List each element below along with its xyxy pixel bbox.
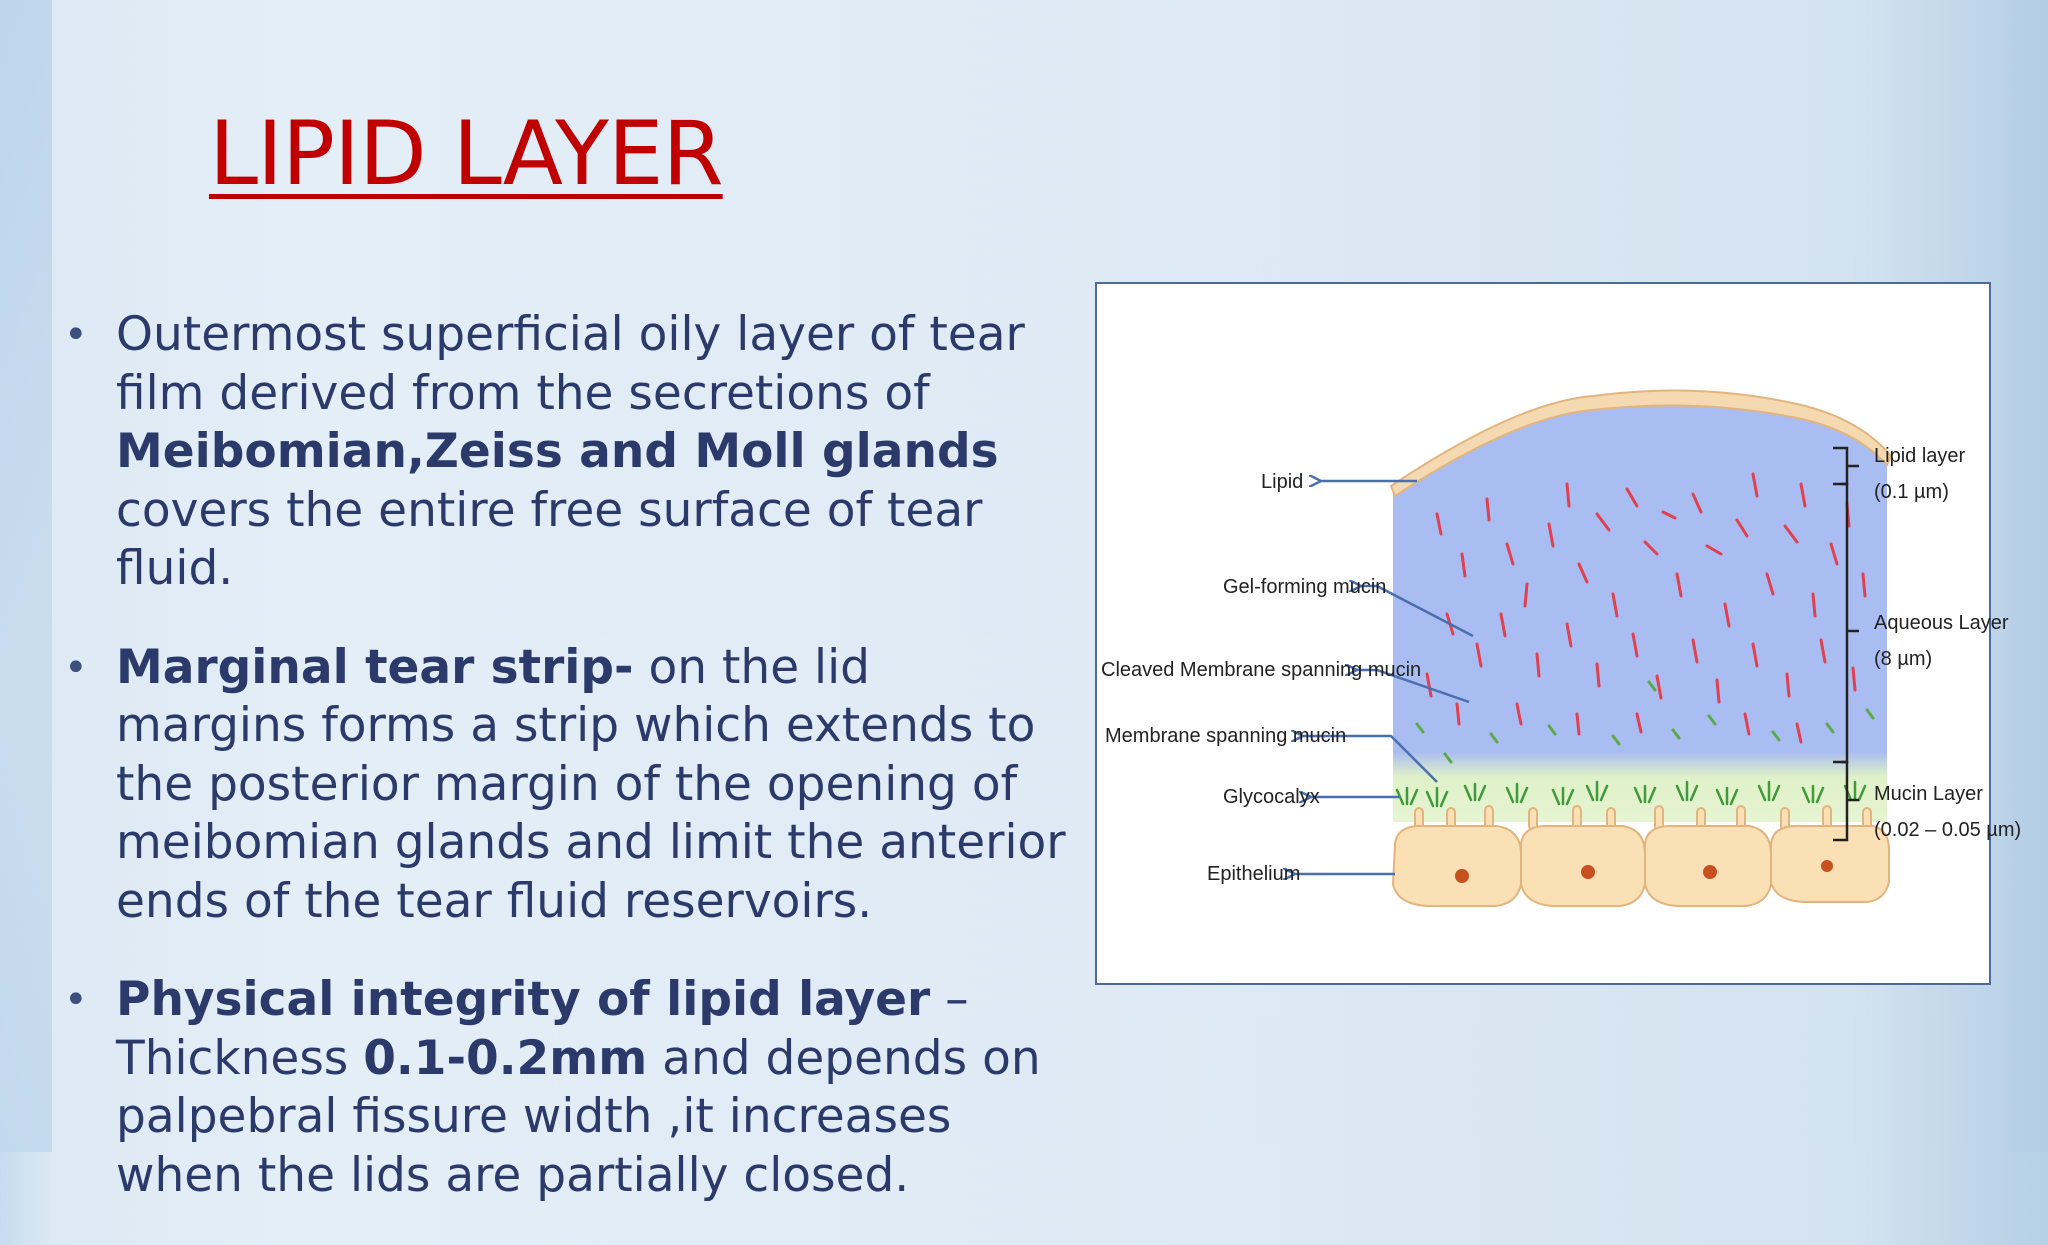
lipid-layer bbox=[1389, 389, 1893, 498]
bullet-item-3: • Physical integrity of lipid layer – Th… bbox=[60, 971, 1070, 1205]
label-lipid-layer: Lipid layer bbox=[1874, 445, 1966, 467]
bullet-item-1: • Outermost superficial oily layer of te… bbox=[60, 306, 1070, 599]
bullet-text-3-part-2: – Thickness bbox=[116, 972, 969, 1086]
label-lipid: Lipid bbox=[1261, 471, 1303, 493]
slide-left-edge bbox=[0, 0, 52, 1152]
label-epithelium: Epithelium bbox=[1207, 863, 1300, 885]
label-membrane-mucin: Membrane spanning mucin bbox=[1105, 725, 1346, 747]
aqueous-layer bbox=[1393, 398, 1887, 764]
bullet-dot-icon: • bbox=[64, 977, 88, 1023]
layer-bracket bbox=[1833, 446, 1859, 842]
gel-mucin-strands bbox=[1425, 472, 1867, 744]
bullet-text-3-part-3: 0.1-0.2mm bbox=[363, 1030, 648, 1086]
tear-film-diagram: Lipid Gel-forming mucin Cleaved Membrane… bbox=[1095, 282, 2021, 985]
label-glycocalyx: Glycocalyx bbox=[1223, 786, 1320, 808]
label-mucin-layer: Mucin Layer bbox=[1874, 783, 1983, 805]
epithelium-cells bbox=[1391, 824, 1890, 907]
bullet-text-1-part-3: covers the entire free surface of tear f… bbox=[116, 482, 983, 597]
cell-nuclei bbox=[1455, 860, 1833, 883]
label-mucin-thickness: (0.02 – 0.05 µm) bbox=[1874, 819, 2021, 841]
label-aqueous-layer: Aqueous Layer bbox=[1874, 612, 2009, 634]
tear-film-svg: Lipid Gel-forming mucin Cleaved Membrane… bbox=[1101, 389, 2021, 907]
bullet-text-2-part-1: Marginal tear strip- bbox=[116, 639, 634, 695]
bullet-text-1-part-2: Meibomian,Zeiss and Moll glands bbox=[116, 424, 999, 479]
bullet-text-3-part-4: and depends on palpebral fissure width ,… bbox=[116, 1030, 1041, 1203]
label-aqueous-thickness: (8 µm) bbox=[1874, 648, 1932, 670]
bullet-dot-icon: • bbox=[64, 644, 88, 691]
bullet-text-1-part-1: Outermost superficial oily layer of tear… bbox=[116, 307, 1025, 421]
bullet-text-2-part-2: on the lid margins forms a strip which e… bbox=[116, 639, 1066, 929]
slide-right-edge bbox=[2000, 0, 2048, 1152]
bullet-dot-icon: • bbox=[64, 312, 88, 358]
bullet-text-3-part-1: Physical integrity of lipid layer bbox=[116, 972, 931, 1027]
glycocalyx-tufts bbox=[1395, 780, 1867, 808]
left-arrows bbox=[1293, 481, 1474, 874]
bullet-item-2: • Marginal tear strip- on the lid margin… bbox=[60, 639, 1070, 932]
slide-title: LIPID LAYER bbox=[209, 102, 724, 205]
bullet-list: • Outermost superficial oily layer of te… bbox=[60, 306, 1070, 1245]
label-lipid-thickness: (0.1 µm) bbox=[1874, 481, 1949, 503]
label-gel-mucin: Gel-forming mucin bbox=[1223, 576, 1386, 598]
cleaved-mucin-strands bbox=[1415, 680, 1875, 764]
label-cleaved-mucin: Cleaved Membrane spanning mucin bbox=[1101, 659, 1421, 681]
